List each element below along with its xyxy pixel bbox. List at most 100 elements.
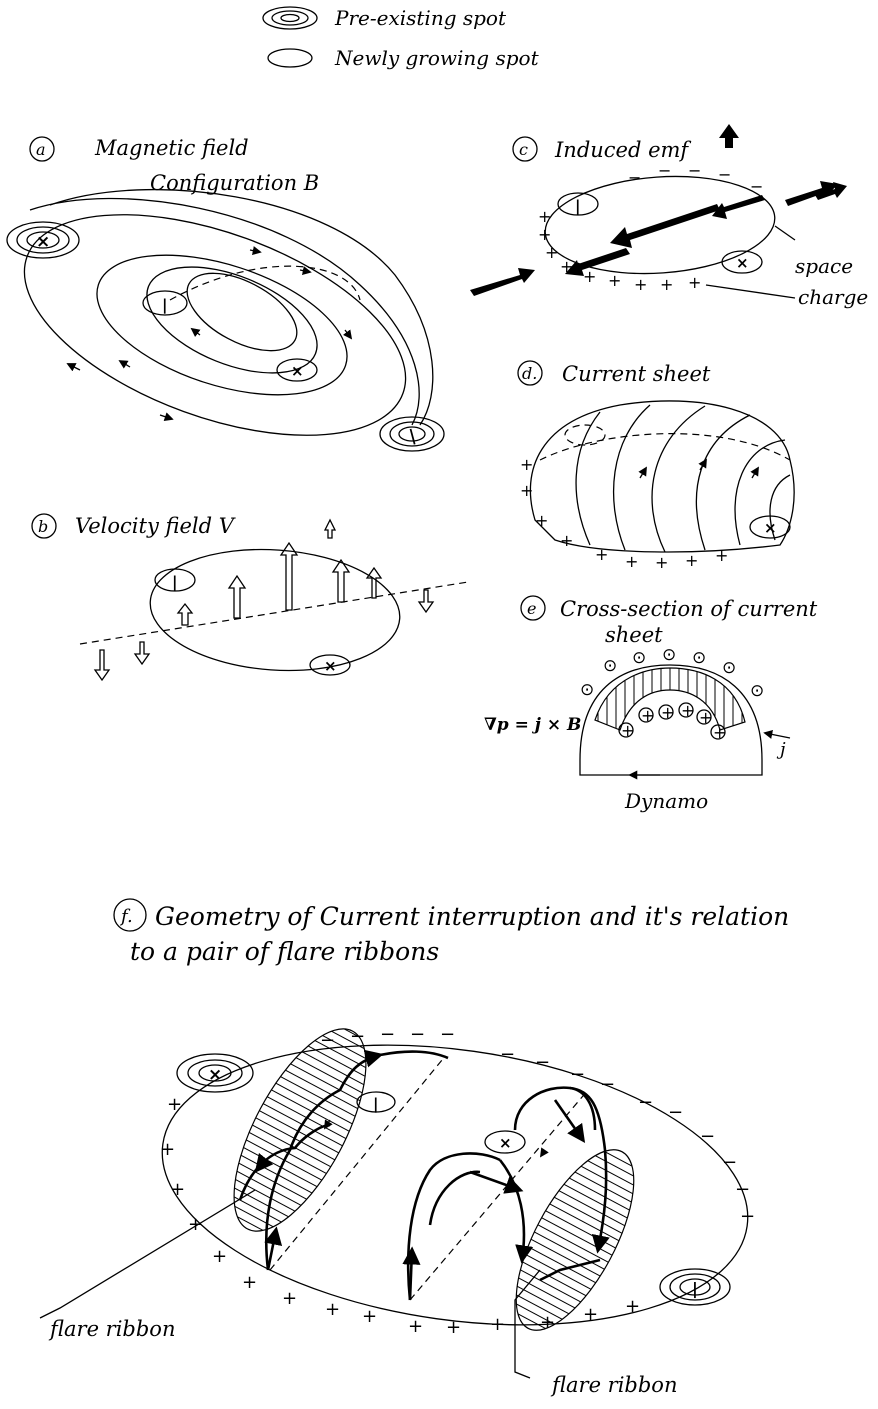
panel-a-title-line2: Configuration B (150, 171, 319, 195)
panel-e-dynamo-label: Dynamo (624, 789, 708, 813)
svg-text:−: − (320, 1030, 335, 1051)
svg-text:+: + (621, 721, 634, 740)
svg-text:+: + (681, 701, 694, 720)
panel-e-equation: ∇p = j × B (484, 715, 581, 735)
panel-f-new-spot-negative: | (357, 1092, 395, 1114)
svg-text:+: + (538, 207, 551, 226)
svg-text:+: + (715, 546, 728, 565)
panel-e-title-line2: sheet (605, 623, 663, 647)
svg-text:+: + (699, 708, 712, 727)
svg-text:−: − (718, 165, 731, 184)
svg-text:×: × (324, 657, 337, 675)
svg-text:+: + (490, 1314, 505, 1335)
panel-c-space-label: space (795, 254, 853, 278)
svg-text:+: + (660, 275, 673, 294)
svg-text:|: | (172, 573, 177, 592)
svg-text:+: + (625, 552, 638, 571)
svg-text:⊙: ⊙ (692, 648, 706, 668)
svg-text:+: + (282, 1288, 297, 1309)
panel-f-pre-existing-spot-negative: | (660, 1269, 730, 1305)
legend-pre-existing-label: Pre-existing spot (334, 6, 507, 30)
panel-f-new-spot-positive: × (485, 1131, 525, 1153)
svg-text:−: − (700, 1126, 715, 1147)
svg-text:+: + (167, 1094, 182, 1115)
panel-f-pre-existing-spot-positive: × (177, 1054, 253, 1092)
svg-text:|: | (373, 1095, 378, 1114)
svg-text:⊙: ⊙ (722, 658, 736, 678)
panel-f-ribbon-right-label: flare ribbon (550, 1373, 677, 1397)
svg-text:×: × (499, 1134, 512, 1152)
svg-text:−: − (380, 1024, 395, 1045)
svg-text:−: − (722, 1152, 737, 1173)
svg-text:+: + (188, 1214, 203, 1235)
svg-text:×: × (764, 519, 777, 537)
panel-c-charge-label: charge (798, 285, 868, 309)
svg-text:−: − (350, 1026, 365, 1047)
svg-text:+: + (688, 273, 701, 292)
svg-text:+: + (713, 723, 726, 742)
panel-a-pre-existing-spot-positive: × (7, 222, 79, 258)
svg-text:⊙: ⊙ (580, 680, 594, 700)
svg-text:−: − (500, 1044, 515, 1065)
svg-text:⊙: ⊙ (750, 681, 764, 701)
svg-text:+: + (655, 553, 668, 572)
svg-text:−: − (750, 177, 763, 196)
svg-text:|: | (692, 1279, 698, 1299)
svg-text:−: − (600, 1074, 615, 1095)
panel-f-title-line2: to a pair of flare ribbons (130, 937, 439, 966)
svg-text:×: × (208, 1065, 222, 1085)
svg-text:+: + (446, 1317, 461, 1338)
pre-existing-spot-icon (263, 7, 317, 29)
svg-text:+: + (625, 1296, 640, 1317)
panel-f-ribbon-left-label: flare ribbon (48, 1317, 175, 1341)
panel-a-new-spot-positive: × (277, 359, 317, 381)
panel-c-letter: c (519, 140, 528, 159)
panel-c-induced-emf: c Induced emf − − − − − + + + + + + + + (470, 124, 868, 309)
svg-text:×: × (736, 254, 749, 272)
svg-text:−: − (688, 161, 701, 180)
svg-text:×: × (291, 362, 304, 380)
svg-text:+: + (608, 271, 621, 290)
svg-text:+: + (535, 511, 548, 530)
panel-a-title-line1: Magnetic field (94, 136, 249, 160)
svg-text:+: + (560, 257, 573, 276)
svg-text:−: − (638, 1092, 653, 1113)
panel-e-cross-section: e Cross-section of current sheet ⊙ ⊙ ⊙ ⊙… (484, 596, 818, 813)
panel-a-magnetic-field: a Magnetic field Configuration B × (0, 136, 444, 480)
panel-f-title-line1: Geometry of Current interruption and it'… (155, 902, 789, 931)
panel-e-positive-charges: + + + + + + (619, 701, 726, 742)
panel-c-negative-charges: − − − − − (628, 161, 763, 196)
svg-text:+: + (583, 267, 596, 286)
svg-text:+: + (545, 243, 558, 262)
panel-b-spot-negative: | (155, 569, 195, 592)
svg-text:+: + (685, 551, 698, 570)
panel-a-new-spot-negative: | (143, 291, 187, 315)
panel-b-letter: b (38, 517, 48, 536)
svg-text:−: − (668, 1102, 683, 1123)
svg-text:+: + (520, 481, 533, 500)
panel-a-pre-existing-spot-negative: | (380, 417, 444, 451)
panel-b-velocity-field: b Velocity field V | × (32, 514, 468, 680)
svg-text:+: + (362, 1306, 377, 1327)
panel-b-title: Velocity field V (75, 514, 236, 538)
svg-text:−: − (440, 1024, 455, 1045)
svg-text:−: − (628, 168, 641, 187)
panel-c-title: Induced emf (554, 138, 691, 162)
svg-text:−: − (535, 1052, 550, 1073)
svg-text:+: + (641, 706, 654, 725)
svg-text:−: − (740, 1206, 755, 1227)
svg-text:+: + (520, 455, 533, 474)
panel-f-current-interruption: f. Geometry of Current interruption and … (40, 899, 789, 1397)
svg-text:+: + (160, 1139, 175, 1160)
panel-d-current-sheet: d. Current sheet + + + + + + + + + × (518, 361, 794, 572)
svg-text:−: − (410, 1024, 425, 1045)
svg-text:+: + (595, 545, 608, 564)
legend-newly-growing-label: Newly growing spot (334, 46, 540, 70)
svg-text:+: + (212, 1246, 227, 1267)
svg-text:+: + (408, 1316, 423, 1337)
svg-text:|: | (575, 197, 580, 216)
svg-text:+: + (540, 1312, 555, 1333)
svg-text:−: − (658, 161, 671, 180)
panel-f-letter: f. (119, 906, 133, 927)
